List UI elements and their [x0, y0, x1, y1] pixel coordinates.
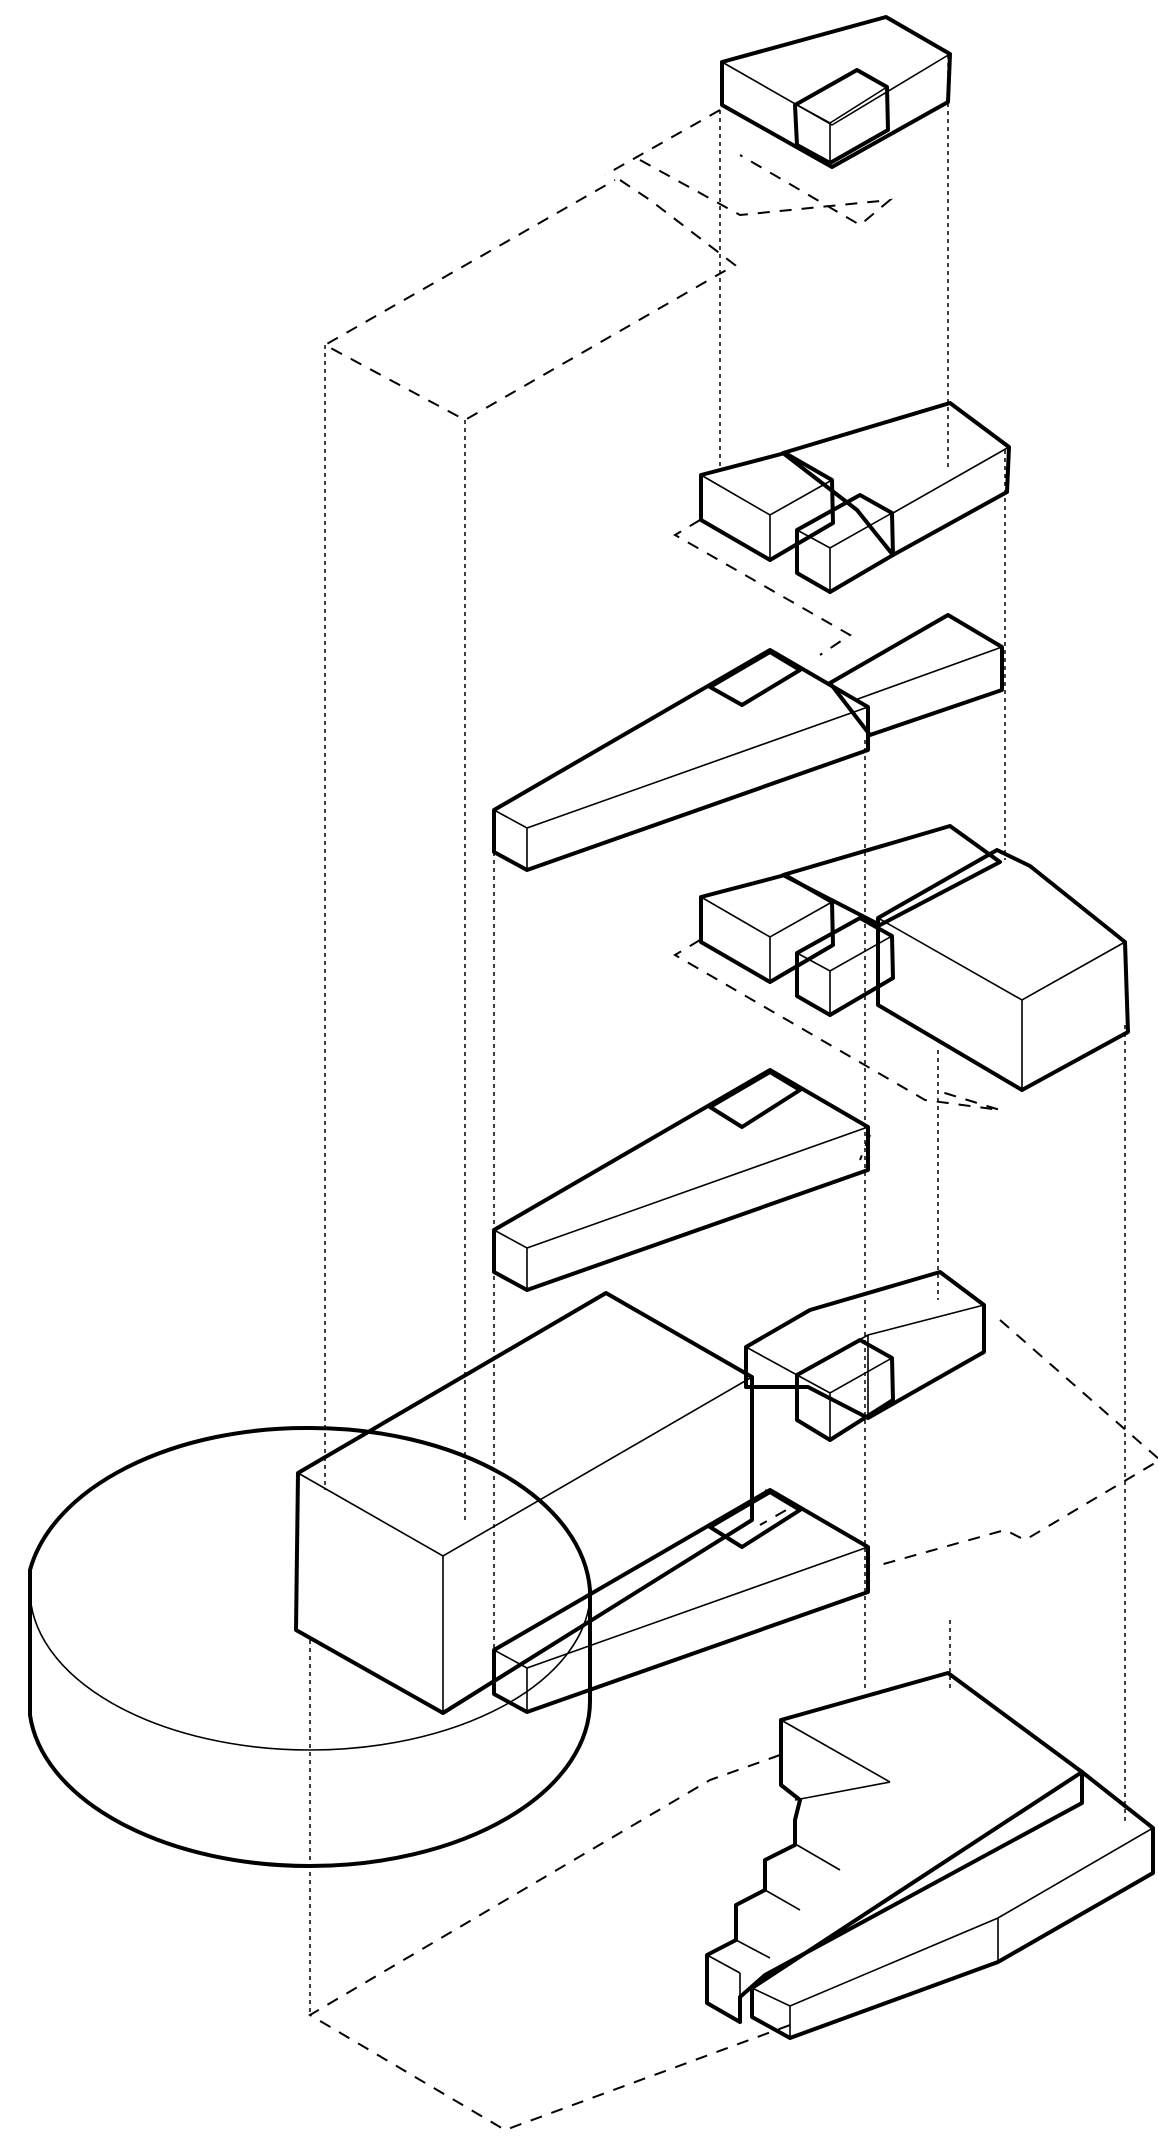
vertical-projection-lines — [309, 55, 1126, 2015]
level4-yellow-block — [699, 873, 835, 984]
level2-orange-core — [795, 493, 895, 594]
navy-wedge-orange-slab — [708, 1490, 802, 1549]
drum-cylinder — [28, 1425, 593, 1869]
level3-light-blue-wedge — [492, 648, 870, 872]
large-sky-blue-block — [294, 1291, 754, 1715]
base-blue-wing — [750, 1770, 1155, 2040]
level5-orange-slab — [708, 1070, 802, 1129]
level2-yellow-block — [699, 451, 835, 562]
level3-orange-slab — [708, 650, 802, 707]
level3-blue-back — [828, 613, 1004, 737]
roof-orange-core — [793, 68, 890, 165]
roof-blue-block — [720, 15, 952, 169]
navy-wedge — [492, 1488, 870, 1714]
level4-sky-blue-block — [876, 848, 1130, 1092]
level6-orange-core — [795, 1338, 895, 1442]
level4-orange-core — [795, 916, 895, 1017]
level4-light-blue-roof — [781, 824, 1002, 927]
base-orange-stepped-mass — [705, 1671, 1084, 2024]
level5-light-blue-wedge — [492, 1068, 870, 1292]
